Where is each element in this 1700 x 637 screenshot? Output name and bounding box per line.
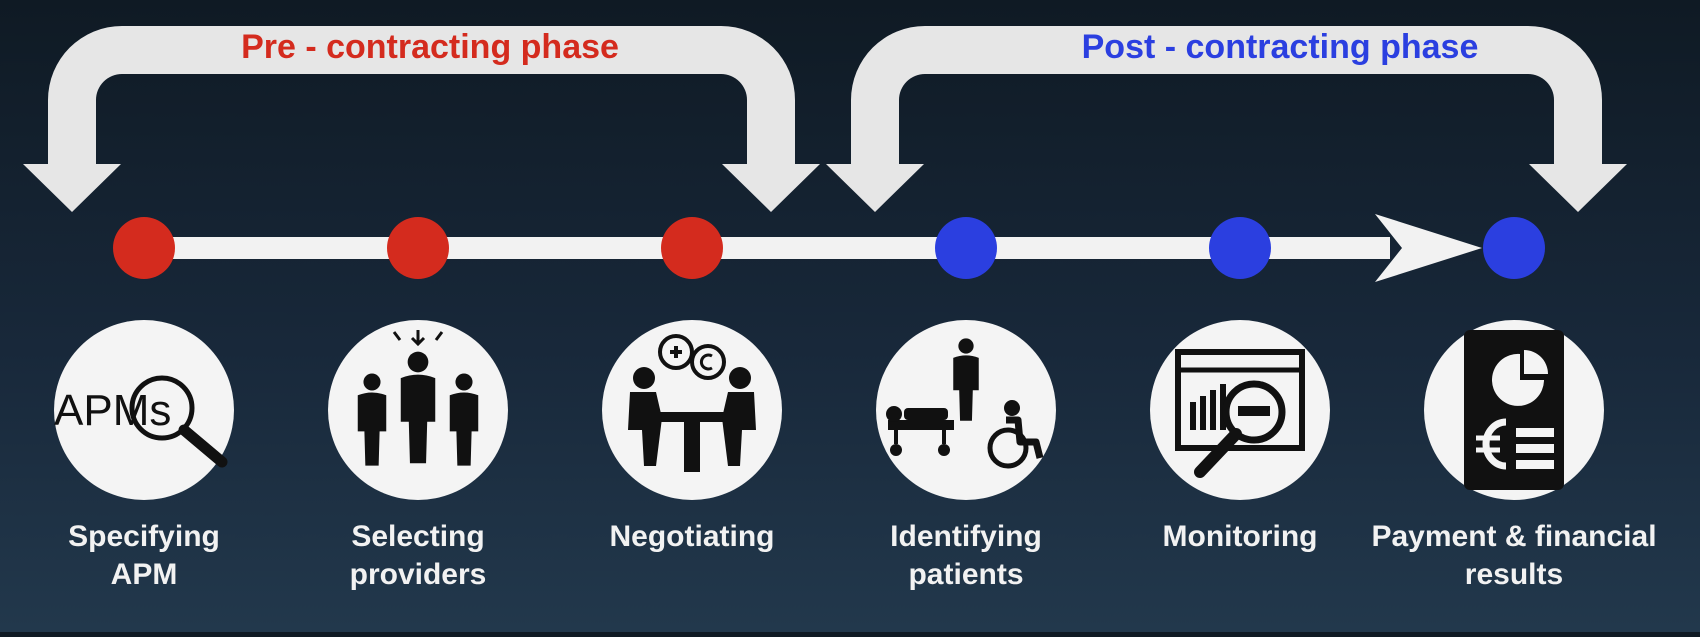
timeline-node — [661, 217, 723, 279]
table-leg — [684, 422, 700, 472]
person-head — [455, 373, 473, 391]
person-body — [722, 392, 756, 466]
attention-arrow — [410, 330, 426, 347]
patient-body — [904, 408, 948, 420]
magnifier-lens — [129, 375, 195, 441]
plus-icon — [670, 346, 682, 358]
wheelchair-head — [1004, 400, 1020, 416]
step-label-line: providers — [349, 558, 487, 591]
wheelchair-wheel — [987, 427, 1029, 469]
pre-contracting-arrow — [23, 26, 820, 212]
step-label-line: Negotiating — [609, 520, 775, 553]
timeline-node — [113, 217, 175, 279]
browser-window — [1175, 349, 1305, 451]
step-label-line: Monitoring — [1162, 520, 1318, 553]
timeline-arrowhead — [1375, 214, 1482, 282]
person-body — [449, 392, 479, 466]
chart-bar — [1200, 396, 1206, 430]
person-head — [407, 351, 429, 373]
person-head — [633, 367, 655, 389]
person-head — [363, 373, 381, 391]
timeline-node — [935, 217, 997, 279]
patients-icon — [886, 338, 1044, 469]
step-label-line: APM — [110, 558, 178, 591]
negotiation-table-icon — [628, 334, 756, 472]
timeline-node — [387, 217, 449, 279]
apms-text: APMs — [54, 386, 171, 435]
pie-chart — [1492, 353, 1544, 406]
chart-bar — [1190, 402, 1196, 430]
timeline-nodes — [113, 217, 1545, 279]
attention-tick — [392, 331, 402, 341]
step-label-specifying-apm: Specifying APM — [0, 518, 304, 594]
post-contracting-phase-label: Post - contracting phase — [1081, 28, 1479, 66]
magnifier-handle — [178, 424, 228, 468]
magnifier-handle — [1194, 428, 1242, 478]
report-line — [1516, 444, 1554, 453]
step-icons: APMs — [54, 320, 1604, 500]
wheelchair-body — [1006, 416, 1044, 459]
report-line — [1516, 428, 1554, 437]
post-contracting-arrow — [826, 26, 1627, 212]
person-body — [628, 392, 662, 466]
euro-icon — [1482, 418, 1507, 470]
person-head — [729, 367, 751, 389]
step-label-line: Payment & financial — [1371, 520, 1657, 553]
step-label-monitoring: Monitoring — [1080, 518, 1400, 556]
step-label-negotiating: Negotiating — [532, 518, 852, 556]
step-label-line: Selecting — [351, 520, 485, 553]
magnifier-readout — [1238, 406, 1270, 416]
euro-icon — [699, 353, 713, 371]
stretcher-wheel — [938, 444, 950, 456]
dashboard-magnifier-icon — [1175, 349, 1305, 478]
step-label-line: results — [1464, 558, 1564, 591]
table-top — [650, 412, 734, 422]
report-line — [1516, 460, 1554, 469]
icon-circle — [54, 320, 234, 500]
doctors-group-icon — [357, 330, 479, 466]
step-label-identifying-patients: Identifying patients — [806, 518, 1126, 594]
timeline-node — [1483, 217, 1545, 279]
step-label-payment-financial-results: Payment & financial results — [1354, 518, 1674, 594]
stretcher-wheel — [890, 444, 902, 456]
pre-contracting-phase-label: Pre - contracting phase — [241, 28, 619, 66]
step-label-line: Identifying — [890, 520, 1042, 553]
timeline-node — [1209, 217, 1271, 279]
person-body — [953, 355, 979, 421]
phase-arrows — [23, 26, 1627, 212]
person-body — [400, 374, 436, 464]
timeline-bar — [140, 237, 1390, 259]
person-head — [958, 338, 974, 354]
step-label-line: patients — [908, 558, 1024, 591]
chart-bar — [1210, 390, 1216, 430]
step-label-line: Specifying — [68, 520, 220, 553]
person-body — [357, 392, 387, 466]
financial-report-icon — [1464, 330, 1564, 490]
patient-head — [886, 406, 902, 422]
magnifier-apms-icon: APMs — [54, 375, 228, 468]
step-label-selecting-providers: Selecting providers — [258, 518, 578, 594]
timeline — [140, 214, 1482, 282]
attention-tick — [434, 331, 444, 341]
speech-bubble — [690, 344, 726, 380]
stretcher-bed — [888, 420, 954, 430]
pie-slice — [1524, 350, 1548, 374]
